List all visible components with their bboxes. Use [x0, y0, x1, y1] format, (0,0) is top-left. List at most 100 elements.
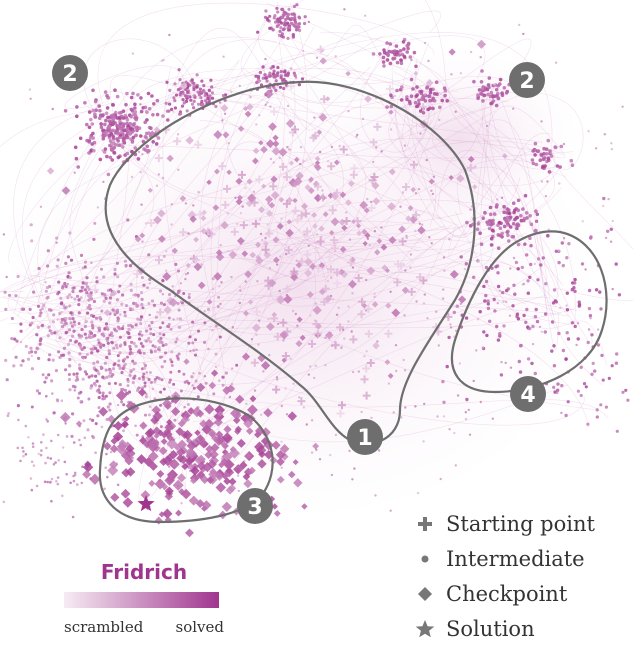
- intermediate-point-1304: [41, 323, 45, 327]
- intermediate-point-1675: [565, 291, 569, 295]
- intermediate-point-1308: [110, 341, 114, 345]
- checkpoint-point-2794: [140, 490, 151, 500]
- intermediate-point-645: [274, 88, 278, 92]
- trajectory-line-50: [153, 119, 432, 441]
- checkpoint-point-2463: [215, 249, 223, 256]
- intermediate-point-2097: [392, 411, 395, 414]
- intermediate-point-1118: [90, 374, 94, 378]
- intermediate-point-2059: [310, 419, 314, 422]
- intermediate-point-2240: [187, 232, 190, 235]
- intermediate-point-310: [115, 116, 120, 120]
- starting-point-2903: [283, 284, 292, 293]
- intermediate-point-475: [208, 94, 212, 98]
- intermediate-point-2017: [227, 142, 230, 145]
- starting-point-2940: [349, 335, 358, 344]
- intermediate-point-1493: [108, 352, 112, 356]
- starting-point-2880: [369, 138, 378, 147]
- intermediate-point-1225: [73, 297, 77, 301]
- starting-point-2931: [353, 217, 362, 226]
- intermediate-point-1955: [257, 343, 260, 346]
- intermediate-point-2284: [30, 460, 34, 464]
- checkpoint-point-2453: [168, 297, 178, 308]
- checkpoint-point-2425: [309, 263, 317, 271]
- intermediate-point-1851: [257, 319, 261, 322]
- intermediate-point-2121: [285, 413, 289, 416]
- intermediate-point-2165: [477, 260, 480, 263]
- intermediate-point-367: [101, 128, 105, 133]
- intermediate-point-688: [412, 50, 417, 55]
- intermediate-point-1325: [35, 346, 39, 350]
- intermediate-point-963: [510, 234, 514, 239]
- intermediate-point-2106: [422, 440, 425, 443]
- intermediate-point-840: [555, 164, 560, 168]
- checkpoint-point-2543: [265, 209, 274, 218]
- intermediate-point-674: [271, 72, 275, 76]
- intermediate-point-1072: [86, 311, 90, 315]
- intermediate-point-1301: [34, 350, 38, 354]
- intermediate-point-1992: [144, 222, 148, 225]
- intermediate-point-1286: [83, 260, 88, 264]
- intermediate-point-1394: [131, 308, 135, 312]
- intermediate-point-2221: [223, 112, 227, 116]
- checkpoint-point-2629: [82, 462, 94, 473]
- checkpoint-point-2364: [153, 215, 162, 225]
- intermediate-point-2044: [442, 415, 446, 418]
- intermediate-point-1629: [110, 374, 114, 378]
- intermediate-point-2268: [24, 453, 28, 456]
- intermediate-point-1277: [94, 368, 98, 372]
- checkpoint-point-2835: [166, 419, 173, 426]
- intermediate-point-659: [282, 77, 286, 82]
- intermediate-point-1803: [176, 133, 180, 136]
- intermediate-point-578: [279, 26, 283, 30]
- intermediate-point-1209: [47, 373, 51, 377]
- intermediate-point-449: [173, 106, 177, 110]
- intermediate-point-884: [479, 242, 484, 246]
- intermediate-point-375: [124, 134, 129, 138]
- starting-point-2897: [191, 256, 200, 265]
- intermediate-point-2219: [239, 212, 243, 215]
- intermediate-point-1562: [132, 367, 136, 371]
- checkpoint-point-2433: [271, 146, 281, 156]
- intermediate-point-2299: [88, 417, 92, 421]
- intermediate-point-2007: [294, 76, 298, 79]
- intermediate-point-2079: [130, 175, 134, 179]
- intermediate-point-2155: [504, 300, 508, 304]
- intermediate-point-1053: [92, 361, 96, 365]
- checkpoint-point-2432: [166, 154, 174, 163]
- intermediate-point-2202: [437, 344, 440, 347]
- intermediate-point-1667: [522, 313, 526, 318]
- intermediate-point-2090: [245, 402, 248, 405]
- intermediate-point-1728: [577, 304, 581, 308]
- intermediate-point-2068: [255, 333, 258, 336]
- intermediate-point-2249: [264, 57, 267, 61]
- intermediate-point-1839: [518, 23, 521, 27]
- checkpoint-point-2746: [196, 409, 205, 418]
- intermediate-point-2336: [116, 483, 120, 487]
- solution-star-2962: [137, 495, 155, 512]
- checkpoint-point-2727: [201, 500, 212, 511]
- intermediate-point-1889: [522, 32, 525, 36]
- intermediate-point-219: [115, 94, 120, 99]
- intermediate-point-2195: [39, 205, 43, 208]
- checkpoint-point-2641: [228, 477, 237, 486]
- intermediate-point-2178: [162, 58, 165, 62]
- intermediate-point-1868: [302, 406, 306, 409]
- intermediate-point-1329: [148, 277, 152, 282]
- intermediate-point-357: [98, 113, 103, 117]
- intermediate-point-1290: [71, 384, 75, 388]
- checkpoint-point-2437: [270, 175, 278, 183]
- trajectory-line-123: [401, 42, 430, 152]
- starting-point-2888: [156, 308, 165, 317]
- intermediate-point-738: [409, 94, 414, 98]
- intermediate-point-1087: [83, 324, 87, 329]
- intermediate-point-2204: [554, 61, 558, 64]
- intermediate-point-1583: [221, 383, 225, 387]
- intermediate-point-481: [185, 90, 190, 94]
- intermediate-point-1423: [137, 332, 141, 336]
- intermediate-point-163: [99, 122, 103, 126]
- intermediate-point-272: [103, 90, 108, 94]
- intermediate-point-1540: [118, 327, 122, 331]
- starting-point-2894: [251, 219, 260, 228]
- intermediate-point-2206: [321, 189, 324, 192]
- checkpoint-point-2414: [243, 310, 249, 317]
